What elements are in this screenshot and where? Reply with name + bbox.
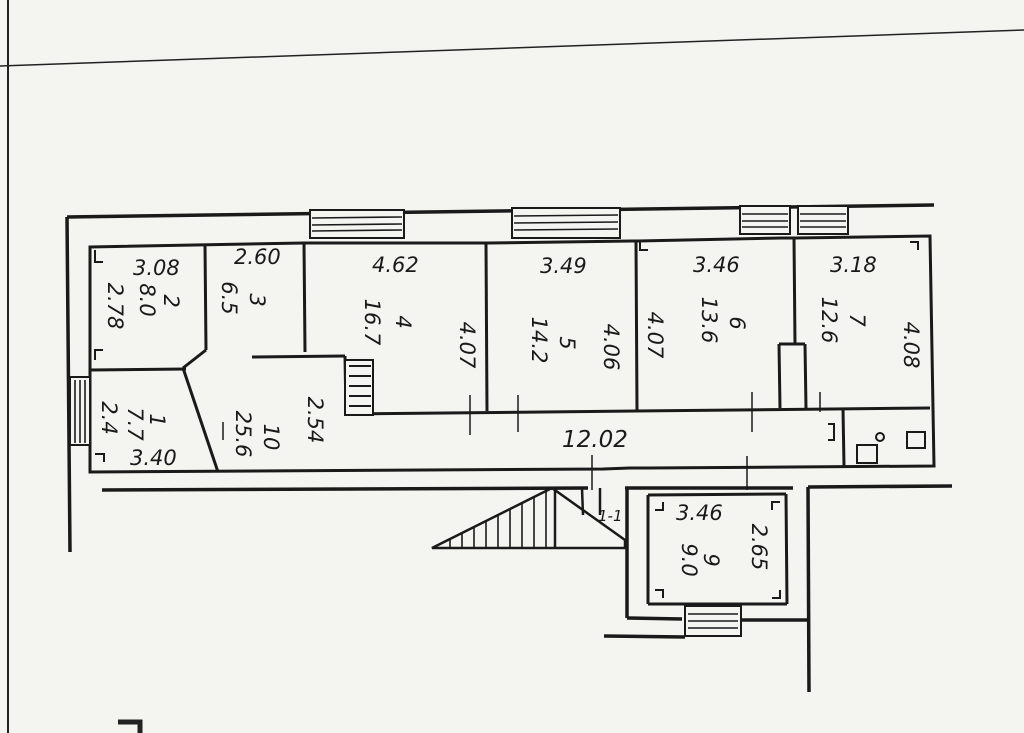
room-1-area: 7.7: [123, 407, 147, 441]
staircase: [431, 486, 627, 550]
room-10-number: 10: [259, 424, 283, 451]
room-5-number: 5: [555, 336, 579, 349]
room-3-area: 6.5: [217, 281, 241, 314]
room-10-height: 2.54: [303, 397, 327, 444]
room-5-height: 4.06: [599, 324, 623, 371]
room-4-width: 4.62: [372, 253, 419, 277]
dimension-ticks: [222, 392, 821, 490]
room-3-number: 3: [245, 293, 269, 306]
room-9-width: 3.46: [676, 501, 723, 525]
room-7-height: 4.08: [899, 322, 923, 369]
room-2-area: 8.0: [135, 283, 159, 316]
room-6-number: 6: [725, 316, 749, 329]
room-9-height: 2.65: [747, 524, 771, 571]
outer-walls: [65, 203, 953, 693]
corridor-length: 12.02: [562, 427, 628, 453]
room-10-area: 25.6: [231, 411, 255, 458]
room-7-width: 3.18: [830, 253, 877, 277]
room-4-height: 4.07: [455, 322, 479, 369]
section-mark: 1-1: [598, 507, 623, 525]
room-6-height: 4.07: [643, 312, 667, 359]
room-4-number: 4: [391, 315, 415, 328]
room-2-height: 2.78: [103, 283, 127, 330]
room-2-width: 3.08: [133, 256, 180, 280]
room-9-area: 9.0: [677, 543, 701, 576]
room-1-number: 1: [145, 413, 169, 426]
room-4-area: 16.7: [360, 299, 384, 346]
room-6-area: 13.6: [697, 297, 721, 344]
windows: [69, 205, 849, 637]
room-7-number: 7: [845, 313, 869, 327]
room-5-width: 3.49: [540, 254, 587, 278]
room-2-number: 2: [159, 294, 183, 307]
room-1-height: 2.4: [97, 401, 121, 434]
room-7-area: 12.6: [817, 297, 841, 344]
room-6-width: 3.46: [693, 253, 740, 277]
room-labels: 3.40 7.7 1 2.4 3.08 8.0 2 2.78 2.60 6.5 …: [97, 245, 923, 577]
room-1-width: 3.40: [130, 446, 177, 470]
room-5-area: 14.2: [527, 317, 551, 364]
room-9-number: 9: [699, 553, 723, 566]
room-3-width: 2.60: [234, 245, 281, 269]
stair-steps: [344, 359, 374, 416]
corner-marks: [94, 241, 926, 599]
